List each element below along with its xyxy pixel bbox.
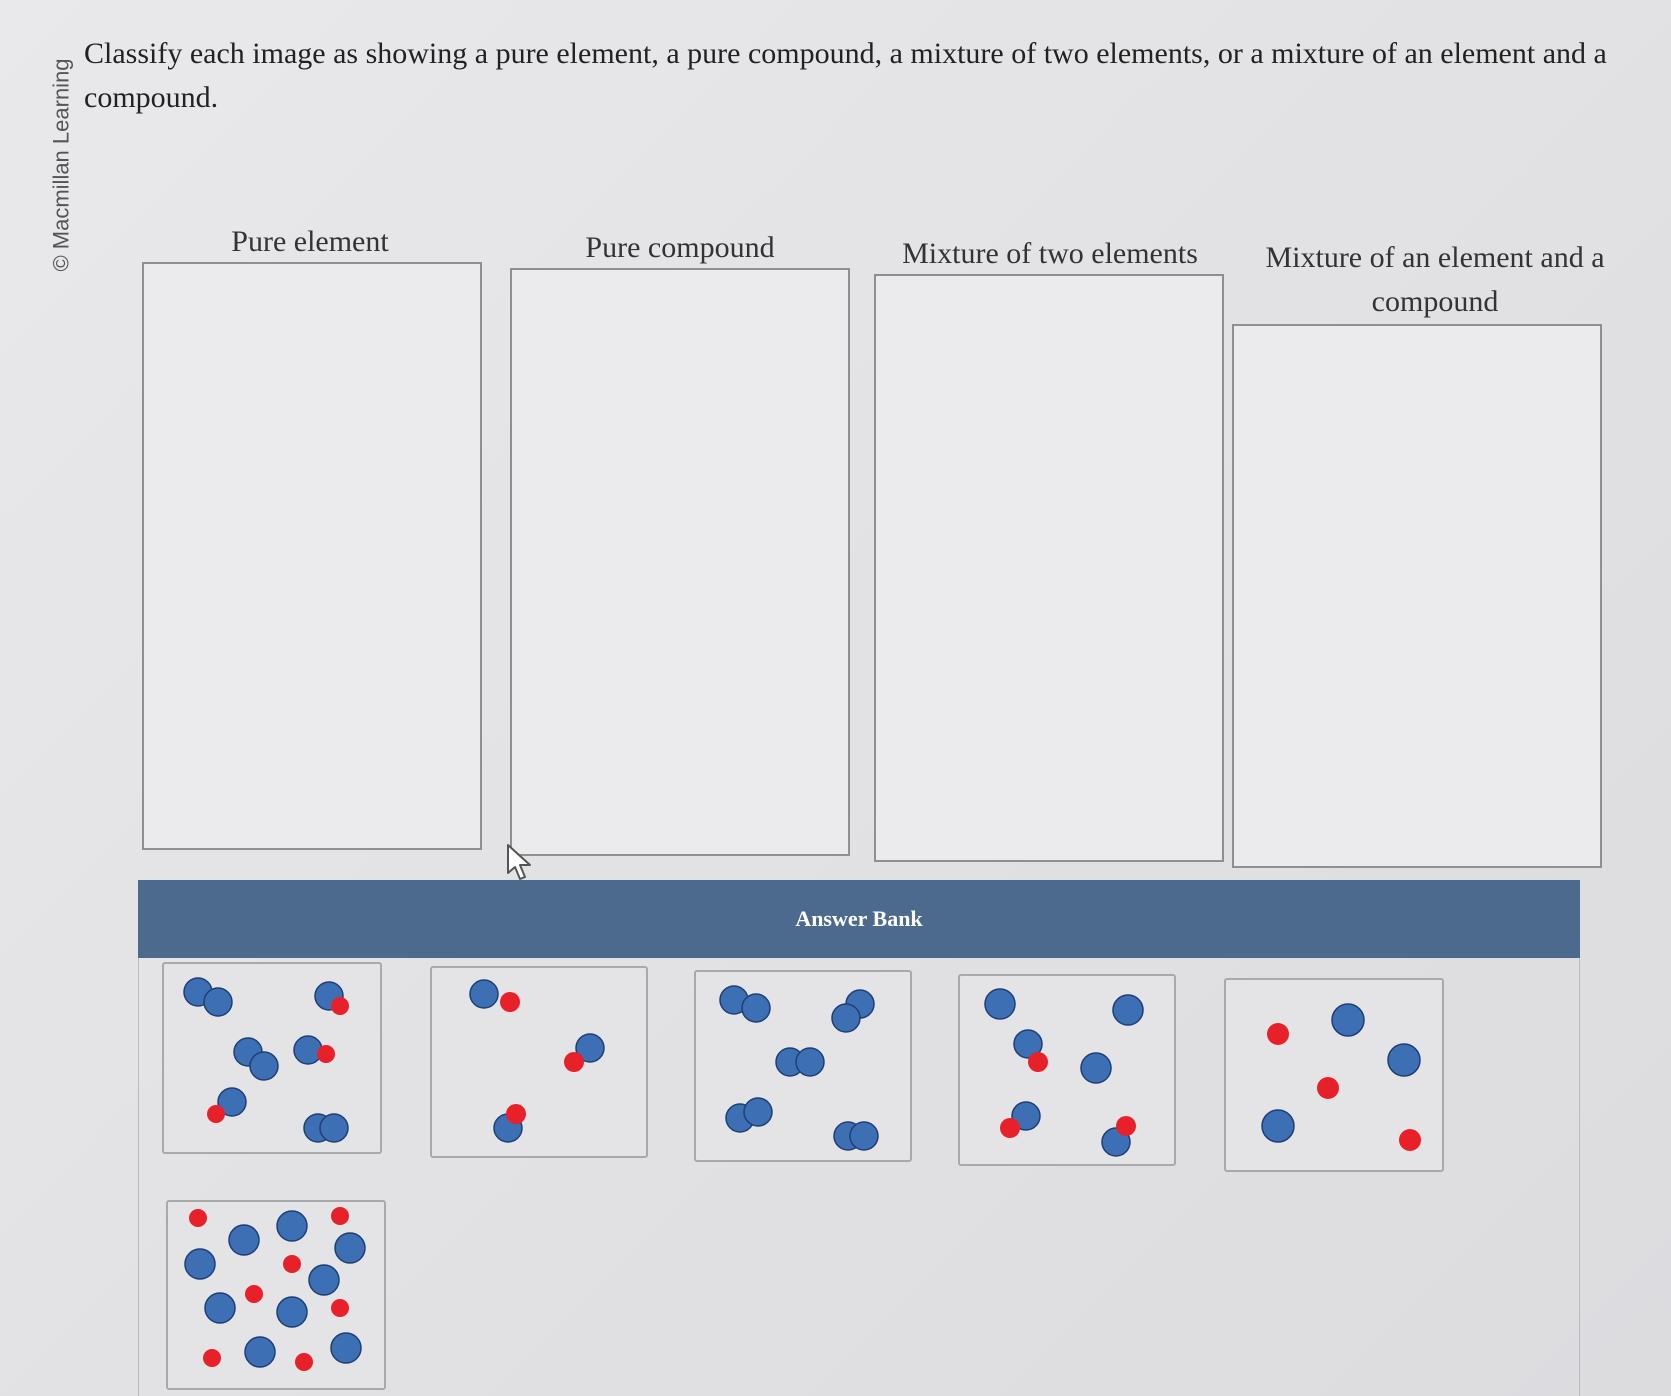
molecule [1013, 1029, 1048, 1072]
molecule [775, 1047, 825, 1077]
answer-bank [138, 880, 1580, 1396]
answer-card-5[interactable] [1224, 978, 1444, 1172]
atom [330, 1332, 362, 1364]
molecule [293, 1035, 335, 1065]
molecule [831, 989, 875, 1033]
answer-card-2[interactable] [430, 966, 648, 1158]
molecule [1000, 1101, 1041, 1138]
drop-zone-mixture-two-elements[interactable] [874, 274, 1224, 862]
atom [244, 1336, 276, 1368]
question-prompt: Classify each image as showing a pure el… [84, 37, 1607, 114]
atom [331, 1207, 349, 1225]
atom [1080, 1052, 1112, 1084]
molecule [469, 979, 520, 1012]
answer-card-4[interactable] [958, 974, 1176, 1166]
atom [1387, 1043, 1421, 1077]
atom [228, 1224, 260, 1256]
atom [1331, 1003, 1365, 1037]
molecule [207, 1087, 247, 1123]
card-5-image [1261, 1003, 1421, 1151]
drop-zone-mixture-element-compound[interactable] [1232, 324, 1602, 868]
answer-bank-header: Answer Bank [138, 880, 1580, 958]
copyright-notice: © Macmillan Learning [42, 40, 82, 290]
answer-card-6[interactable] [166, 1200, 386, 1390]
atom [184, 1248, 216, 1280]
atom [331, 1299, 349, 1317]
molecule [564, 1033, 605, 1072]
molecule [493, 1104, 526, 1143]
atom [308, 1264, 340, 1296]
card-6-image [184, 1207, 366, 1371]
atom [245, 1285, 263, 1303]
mouse-cursor-icon [507, 844, 531, 880]
bin-label-mixture-two-elements: Mixture of two elements [902, 237, 1198, 270]
atom [984, 988, 1016, 1020]
atom [204, 1292, 236, 1324]
molecule [725, 1097, 773, 1133]
atom [334, 1232, 366, 1264]
atom [276, 1296, 308, 1328]
molecule [233, 1037, 279, 1081]
atom [1261, 1109, 1295, 1143]
card-1-image [183, 977, 349, 1143]
card-4-image [984, 988, 1144, 1157]
molecule [833, 1121, 879, 1151]
atom [1399, 1129, 1421, 1151]
drop-zone-pure-element[interactable] [142, 262, 482, 850]
answer-bank-title: Answer Bank [795, 906, 923, 931]
atom [189, 1209, 207, 1227]
atom [203, 1349, 221, 1367]
molecule [1101, 1116, 1136, 1157]
atom [276, 1210, 308, 1242]
atom [295, 1353, 313, 1371]
bin-label-mixture-element-compound: Mixture of an element and a compound [1265, 241, 1605, 318]
card-3-image [719, 985, 879, 1151]
answer-card-3[interactable] [694, 970, 912, 1162]
molecule [719, 985, 771, 1023]
atom [1267, 1023, 1289, 1045]
molecule [303, 1113, 349, 1143]
card-2-image [469, 979, 605, 1143]
answer-card-1[interactable] [162, 962, 382, 1154]
bin-label-pure-compound: Pure compound [585, 231, 775, 264]
atom [283, 1255, 301, 1273]
atom [1317, 1077, 1339, 1099]
copyright-text: © Macmillan Learning [49, 58, 74, 272]
bin-label-pure-element: Pure element [231, 225, 389, 258]
molecule [314, 981, 349, 1015]
drop-zone-pure-compound[interactable] [510, 268, 850, 856]
molecule [183, 977, 233, 1017]
atom [1112, 994, 1144, 1026]
